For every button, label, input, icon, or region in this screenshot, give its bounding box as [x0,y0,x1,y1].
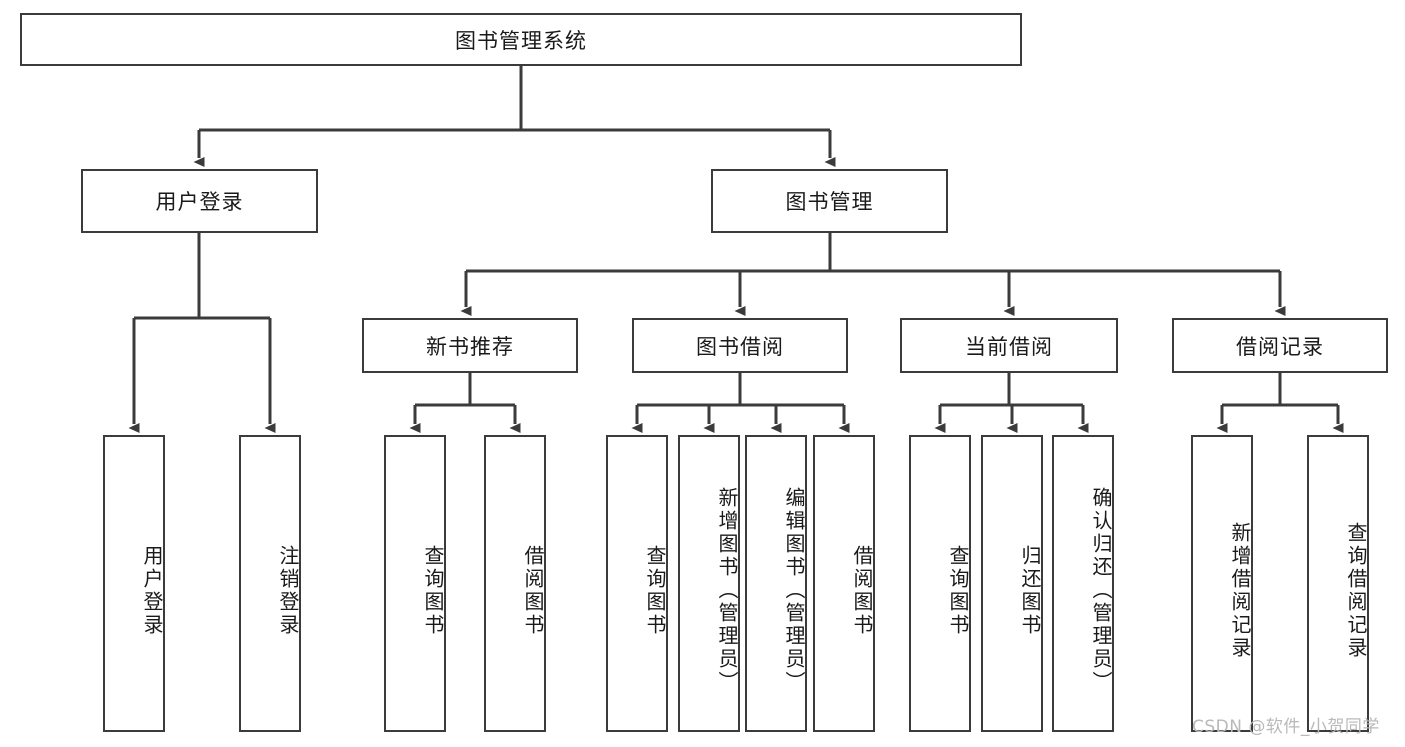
node-root[interactable]: 图书管理系统 [20,13,1022,66]
leaf-edit-book[interactable]: 编辑图书（管理员） [745,435,807,732]
csdn-watermark: CSDN @软件_小贺同学 [1192,717,1380,737]
leaf-query-book-3[interactable]: 查询图书 [909,435,971,732]
leaf-query-book-1[interactable]: 查询图书 [384,435,446,732]
node-book-borrow[interactable]: 图书借阅 [632,318,848,373]
node-user-login[interactable]: 用户登录 [81,169,318,233]
leaf-logout[interactable]: 注销登录 [239,435,301,732]
node-new-book-rec[interactable]: 新书推荐 [362,318,578,373]
leaf-confirm-return[interactable]: 确认归还（管理员） [1052,435,1114,732]
node-current-borrow[interactable]: 当前借阅 [900,318,1118,373]
node-book-manage[interactable]: 图书管理 [711,169,948,233]
leaf-borrow-book-1[interactable]: 借阅图书 [484,435,546,732]
leaf-query-record[interactable]: 查询借阅记录 [1307,435,1369,732]
leaf-query-book-2[interactable]: 查询图书 [606,435,668,732]
node-borrow-record[interactable]: 借阅记录 [1172,318,1388,373]
leaf-return-book[interactable]: 归还图书 [981,435,1043,732]
leaf-borrow-book-2[interactable]: 借阅图书 [813,435,875,732]
leaf-add-book[interactable]: 新增图书（管理员） [678,435,740,732]
leaf-add-record[interactable]: 新增借阅记录 [1191,435,1253,732]
leaf-user-login[interactable]: 用户登录 [103,435,165,732]
